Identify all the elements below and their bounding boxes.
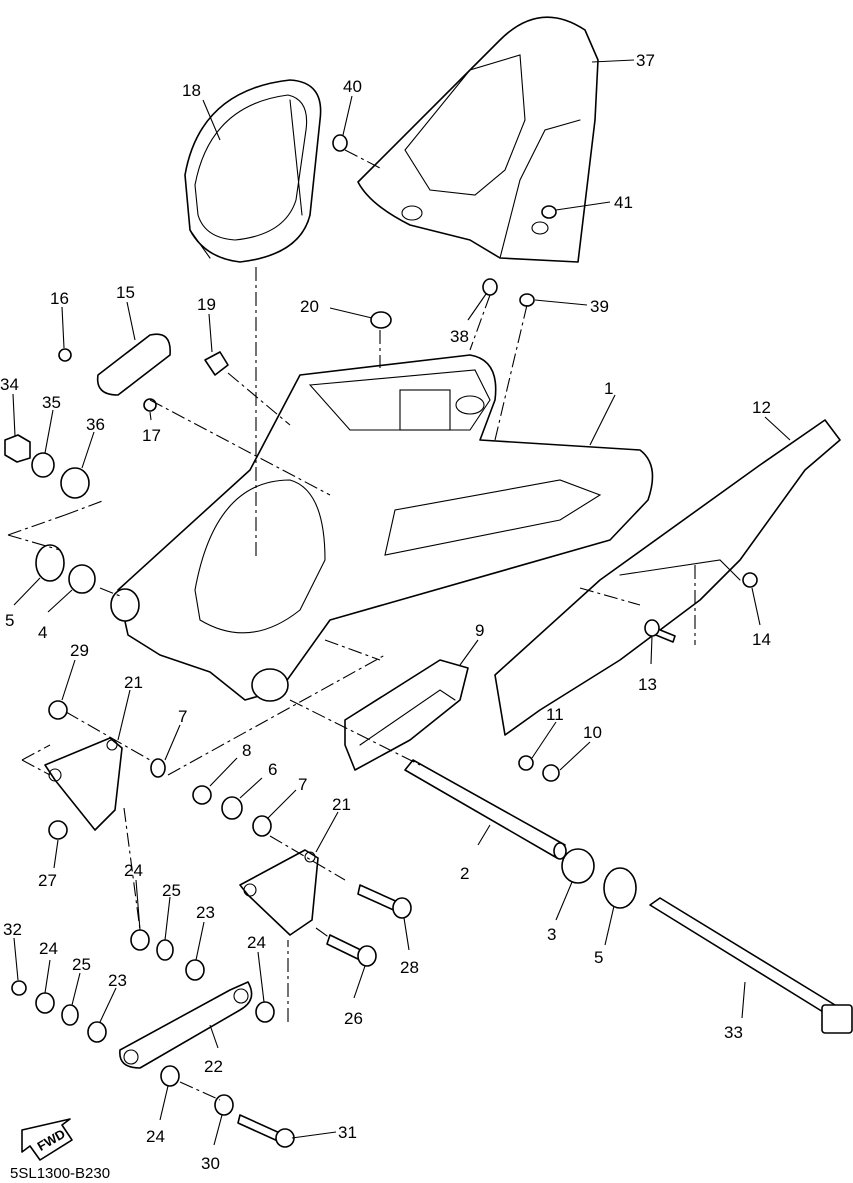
small-parts [4, 134, 758, 1148]
callout-2: 2 [460, 864, 469, 883]
chain-case [494, 419, 841, 736]
fwd-arrow-icon: FWD [21, 1118, 73, 1161]
callout-21b: 21 [332, 795, 351, 814]
callout-22: 22 [204, 1057, 223, 1076]
callout-30: 30 [201, 1154, 220, 1173]
callout-8: 8 [242, 741, 251, 760]
callout-24d: 24 [146, 1127, 165, 1146]
connecting-rod [119, 981, 253, 1069]
callout-15: 15 [116, 283, 135, 302]
axle-bolt [649, 897, 853, 1034]
callout-11: 11 [546, 705, 564, 724]
callout-18: 18 [182, 81, 201, 100]
callout-38: 38 [450, 327, 469, 346]
callout-13: 13 [638, 675, 657, 694]
callouts: 1 2 3 4 5 5 6 7 7 8 9 10 11 12 13 14 15 [0, 51, 791, 1173]
pivot-shaft [404, 759, 567, 860]
callout-28: 28 [400, 958, 419, 977]
relay-arm-upper [44, 737, 123, 831]
swingarm [110, 354, 654, 702]
chain-slider [344, 659, 469, 771]
callout-25a: 25 [162, 881, 181, 900]
callout-23b: 23 [108, 971, 127, 990]
callout-6: 6 [268, 760, 277, 779]
callout-12: 12 [752, 398, 771, 417]
callout-36: 36 [86, 415, 105, 434]
callout-21a: 21 [124, 673, 143, 692]
callout-14: 14 [752, 630, 771, 649]
callout-35: 35 [42, 393, 61, 412]
relay-arm-lower [239, 849, 319, 936]
assembly-lines [7, 149, 696, 1101]
callout-31: 31 [338, 1123, 357, 1142]
air-duct [184, 79, 322, 263]
rear-fender [357, 16, 599, 263]
callout-34: 34 [0, 375, 19, 394]
callout-7b: 7 [298, 775, 307, 794]
callout-16: 16 [50, 289, 69, 308]
callout-41: 41 [614, 193, 633, 212]
callout-20: 20 [300, 297, 319, 316]
callout-24a: 24 [124, 861, 143, 880]
callout-33: 33 [724, 1023, 743, 1042]
callout-24b: 24 [39, 939, 58, 958]
callout-37: 37 [636, 51, 655, 70]
callout-9: 9 [475, 621, 484, 640]
callout-27: 27 [38, 871, 57, 890]
callout-40: 40 [343, 77, 362, 96]
callout-3: 3 [547, 925, 556, 944]
callout-10: 10 [583, 723, 602, 742]
callout-4: 4 [38, 623, 47, 642]
callout-7a: 7 [178, 707, 187, 726]
callout-39: 39 [590, 297, 609, 316]
callout-26: 26 [344, 1009, 363, 1028]
callout-17: 17 [142, 426, 161, 445]
callout-5a: 5 [5, 611, 14, 630]
callout-1: 1 [604, 379, 613, 398]
callout-19: 19 [197, 295, 216, 314]
callout-25b: 25 [72, 955, 91, 974]
callout-24c: 24 [247, 933, 266, 952]
callout-5b: 5 [594, 948, 603, 967]
callout-29: 29 [70, 641, 89, 660]
callout-23a: 23 [196, 903, 215, 922]
callout-32: 32 [3, 920, 22, 939]
diagram-code: 5SL1300-B230 [10, 1165, 110, 1182]
